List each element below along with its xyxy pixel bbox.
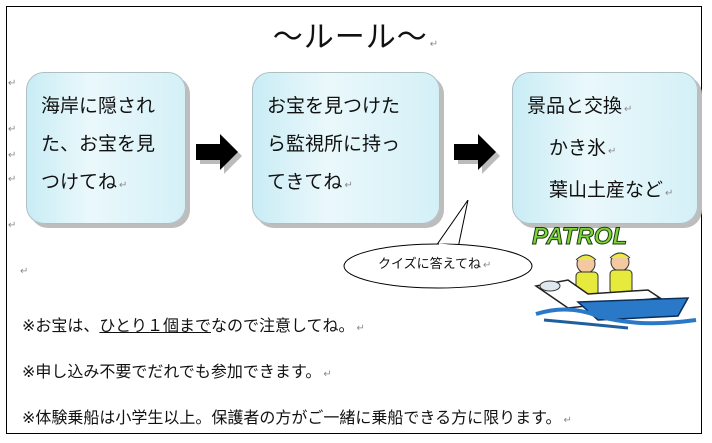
paragraph-mark: ↵ [20, 266, 29, 277]
step-text: 景品と交換↵ [527, 95, 633, 117]
patrol-logo: PATROL [532, 224, 627, 250]
paragraph-mark: ↵ [8, 174, 17, 185]
patrol-boat-illustration: PATROL [532, 224, 697, 330]
step-text: ら監視所に持っ [267, 133, 401, 155]
step-text: てきてね↵ [267, 171, 353, 193]
note-one-per-person: ※お宝は、ひとり１個までなので注意してね。↵ [22, 316, 365, 335]
step-box-bring: お宝を見つけた ら監視所に持っ てきてね↵ [252, 72, 440, 224]
step-text: かき氷↵ [549, 137, 617, 159]
right-arrow-icon [196, 134, 242, 174]
paragraph-mark: ↵ [8, 124, 17, 135]
note-no-registration: ※申し込み不要でだれでも参加できます。↵ [22, 362, 332, 381]
step-text: お宝を見つけた [267, 95, 401, 117]
paragraph-mark: ↵ [8, 150, 17, 161]
step-box-prize: 景品と交換↵ かき氷↵ 葉山土産など↵ [512, 72, 698, 224]
step-text: た、お宝を見 [41, 133, 156, 155]
note-boarding-requirement: ※体験乗船は小学生以上。保護者の方がご一緒に乗船できる方に限ります。↵ [22, 408, 572, 427]
paragraph-mark: ↵ [8, 78, 17, 89]
rules-frame [6, 6, 702, 434]
speech-bubble [343, 200, 533, 289]
paragraph-mark: ↵ [8, 220, 17, 231]
step-text: 海岸に隠され [41, 95, 156, 117]
step-text: 葉山土産など↵ [549, 179, 674, 201]
bubble-text: クイズに答えてね↵ [378, 257, 492, 272]
page-title: 〜ルール〜↵ [272, 20, 440, 55]
right-arrow-icon [454, 134, 500, 174]
step-box-find: 海岸に隠され た、お宝を見 つけてね↵ [26, 72, 186, 224]
step-text: つけてね↵ [41, 171, 128, 193]
